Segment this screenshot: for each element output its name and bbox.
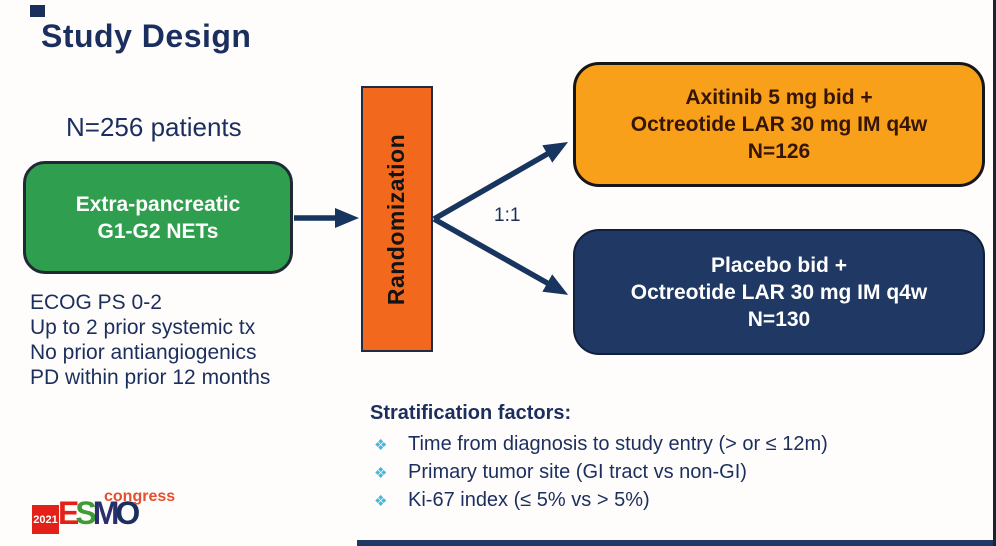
population-line-1: Extra-pancreatic bbox=[75, 192, 241, 216]
eligibility-criteria: ECOG PS 0-2 Up to 2 prior systemic tx No… bbox=[30, 290, 270, 390]
diamond-bullet-icon: ❖ bbox=[374, 493, 388, 510]
stratification-item: ❖ Time from diagnosis to study entry (> … bbox=[370, 431, 828, 459]
bottom-bar bbox=[357, 540, 996, 546]
patient-count-label: N=256 patients bbox=[66, 112, 242, 142]
stratification-item-text: Time from diagnosis to study entry (> or… bbox=[408, 433, 828, 455]
randomization-ratio-label: 1:1 bbox=[494, 205, 521, 226]
esmo-letter: O bbox=[115, 495, 140, 531]
arrow-randomization-to-placebo-icon bbox=[432, 216, 569, 295]
arm-axitinib-line-1: Axitinib 5 mg bid + bbox=[685, 86, 873, 109]
arm-axitinib-n: N=126 bbox=[747, 140, 811, 163]
right-edge-line bbox=[993, 0, 996, 546]
arm-placebo-line-1: Placebo bid + bbox=[711, 253, 847, 277]
randomization-box: Randomization bbox=[361, 86, 433, 352]
arrow-randomization-to-axitinib-icon bbox=[432, 142, 569, 222]
criteria-line: PD within prior 12 months bbox=[30, 366, 271, 389]
arm-placebo-line-2: Octreotide LAR 30 mg IM q4w bbox=[630, 280, 928, 304]
esmo-wordmark: ESMO bbox=[58, 495, 140, 531]
criteria-line: No prior antiangiogenics bbox=[30, 341, 257, 364]
page-title: Study Design bbox=[41, 18, 252, 54]
stratification-heading: Stratification factors: bbox=[370, 402, 572, 424]
stratification-item-text: Ki-67 index (≤ 5% vs > 5%) bbox=[408, 489, 650, 511]
population-box: Extra-pancreatic G1-G2 NETs bbox=[23, 161, 293, 274]
stratification-item-text: Primary tumor site (GI tract vs non-GI) bbox=[408, 461, 747, 483]
stratification-section: Stratification factors: ❖ Time from diag… bbox=[370, 402, 828, 515]
esmo-letter: M bbox=[92, 495, 120, 531]
criteria-line: ECOG PS 0-2 bbox=[30, 291, 162, 314]
esmo-letter: E bbox=[58, 495, 79, 531]
arm-axitinib-line-2: Octreotide LAR 30 mg IM q4w bbox=[630, 113, 928, 136]
diamond-bullet-icon: ❖ bbox=[374, 437, 388, 454]
logo-congress-label: congress bbox=[104, 488, 176, 505]
arm-placebo-n: N=130 bbox=[747, 307, 811, 331]
criteria-line: Up to 2 prior systemic tx bbox=[30, 316, 256, 339]
stratification-item: ❖ Ki-67 index (≤ 5% vs > 5%) bbox=[370, 487, 828, 515]
stratification-item: ❖ Primary tumor site (GI tract vs non-GI… bbox=[370, 459, 828, 487]
arm-axitinib-box: Axitinib 5 mg bid + Octreotide LAR 30 mg… bbox=[573, 62, 985, 187]
esmo-congress-logo: 2021 ESMO congress bbox=[30, 488, 190, 542]
logo-year-badge: 2021 bbox=[32, 505, 59, 534]
population-line-2: G1-G2 NETs bbox=[97, 219, 219, 243]
esmo-letter: S bbox=[75, 495, 96, 531]
diamond-bullet-icon: ❖ bbox=[374, 465, 388, 482]
randomization-label: Randomization bbox=[383, 133, 410, 305]
arm-placebo-box: Placebo bid + Octreotide LAR 30 mg IM q4… bbox=[573, 229, 985, 355]
corner-accent-square bbox=[30, 5, 45, 17]
